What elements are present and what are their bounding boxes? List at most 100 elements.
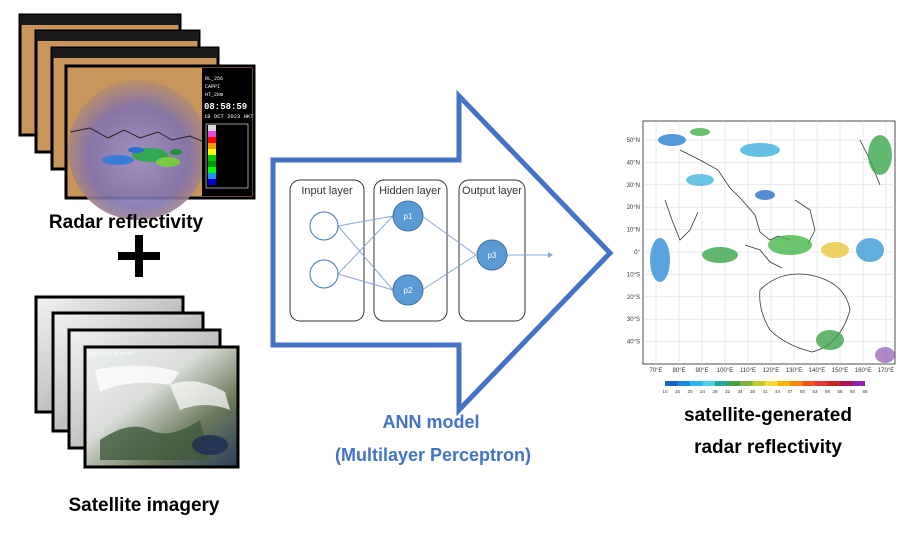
map-lon-tick-label: 100°E — [717, 368, 733, 374]
colorbar-swatch — [665, 381, 678, 386]
ann-arrow-shape — [270, 89, 614, 417]
satellite-timestamp: 2023-12-14 08:00 HKT — [89, 351, 135, 356]
map-lon-tick-label: 160°E — [855, 368, 871, 374]
satellite-frame-front — [83, 345, 240, 469]
colorbar-tick-label: 65 — [862, 389, 868, 394]
radar-image-stack: RL_256 CAPPI HT_2km 08:58:59 18 OCT 2023… — [18, 13, 256, 220]
colorbar-swatch — [677, 381, 690, 386]
output-layer-box — [458, 179, 526, 322]
map-lon-tick-label: 120°E — [763, 368, 779, 374]
radar-info-line: RL_256 — [205, 76, 223, 82]
input-node-1 — [309, 211, 339, 241]
map-lon-tick-label: 130°E — [786, 368, 802, 374]
map-lat-ticks: 50°N40°N30°N20°N10°N0°10°S20°S30°S40°S — [627, 138, 641, 346]
neural-network-diagram: Input layer Hidden layer Output layer p1… — [289, 179, 553, 322]
map-colorbar: 10 15 20 24 28 32 34 38 41 44 47 50 53 56 58 60 65 — [662, 381, 868, 394]
map-lat-tick-label: 50°N — [627, 138, 640, 144]
hidden-node-p2 — [392, 274, 424, 306]
radar-echo-cells — [102, 147, 182, 167]
colorbar-swatch — [765, 381, 778, 386]
map-lat-tick-label: 20°N — [627, 205, 640, 211]
colorbar-swatch — [815, 381, 828, 386]
input-node-2 — [309, 259, 339, 289]
input-layer-title: Input layer — [301, 185, 353, 197]
colorbar-tick-label: 24 — [700, 389, 706, 394]
map-coastlines — [664, 139, 881, 353]
colorbar-tick-label: 60 — [850, 389, 856, 394]
output-radar-map: 50°N40°N30°N20°N10°N0°10°S20°S30°S40°S 7… — [627, 120, 896, 394]
output-node-p3 — [476, 239, 508, 271]
map-lat-tick-label: 30°N — [627, 183, 640, 189]
colorbar-swatch — [690, 381, 703, 386]
colorbar-swatch — [727, 381, 740, 386]
map-lat-tick-label: 40°N — [627, 160, 640, 166]
map-lon-ticks: 70°E 80°E 90°E 100°E 110°E 120°E 130°E 140°E 150… — [649, 368, 894, 374]
colorbar-tick-label: 47 — [787, 389, 793, 394]
node-label-p2: p2 — [404, 286, 413, 295]
ann-model-subtitle: (Multilayer Perceptron) — [335, 445, 531, 465]
colorbar-swatch — [777, 381, 790, 386]
map-lon-tick-label: 110°E — [740, 368, 756, 374]
colorbar-swatch — [752, 381, 765, 386]
map-echo-cells — [650, 128, 895, 363]
map-lat-tick-label: 10°S — [627, 272, 640, 278]
map-lon-tick-label: 70°E — [649, 368, 662, 374]
hidden-layer-box — [373, 179, 448, 322]
radar-frame-back-2-topbar — [36, 31, 199, 41]
colorbar-tick-label: 41 — [762, 389, 768, 394]
map-lat-tick-label: 0° — [634, 250, 640, 256]
colorbar-tick-label: 53 — [812, 389, 818, 394]
output-layer-title: Output layer — [462, 185, 522, 197]
hidden-node-p1 — [392, 200, 424, 232]
colorbar-tick-label: 28 — [712, 389, 718, 394]
radar-frame-front: RL_256 CAPPI HT_2km 08:58:59 18 OCT 2023… — [64, 64, 256, 220]
input-layer-box — [289, 179, 365, 322]
plus-icon — [118, 235, 160, 277]
colorbar-swatch — [827, 381, 840, 386]
map-lat-tick-label: 30°S — [627, 317, 640, 323]
radar-info-line: HT_2km — [205, 92, 223, 98]
colorbar-tick-label: 50 — [800, 389, 806, 394]
radar-frame-back-1-topbar — [52, 48, 218, 58]
radar-colorbar — [205, 123, 249, 189]
map-lat-tick-label: 20°S — [627, 295, 640, 301]
radar-frame-back-3-topbar — [20, 15, 180, 25]
colorbar-tick-label: 58 — [837, 389, 843, 394]
ann-model-title: ANN model — [382, 412, 479, 432]
map-lon-tick-label: 90°E — [695, 368, 708, 374]
colorbar-tick-label: 38 — [750, 389, 756, 394]
colorbar-swatch — [852, 381, 865, 386]
colorbar-swatch — [790, 381, 803, 386]
network-connections — [337, 215, 553, 291]
radar-time: 08:58:59 — [204, 102, 247, 112]
output-title-line2: radar reflectivity — [694, 437, 842, 458]
colorbar-tick-label: 32 — [725, 389, 731, 394]
colorbar-swatch — [702, 381, 715, 386]
colorbar-tick-label: 15 — [675, 389, 681, 394]
map-lon-tick-label: 80°E — [672, 368, 685, 374]
map-lon-tick-label: 170°E — [878, 368, 894, 374]
satellite-label: Satellite imagery — [68, 495, 219, 516]
colorbar-swatch — [802, 381, 815, 386]
map-lon-tick-label: 150°E — [832, 368, 848, 374]
colorbar-swatch — [740, 381, 753, 386]
node-label-p3: p3 — [488, 251, 497, 260]
colorbar-swatch — [840, 381, 853, 386]
colorbar-tick-label: 20 — [687, 389, 693, 394]
colorbar-tick-label: 56 — [825, 389, 831, 394]
radar-label: Radar reflectivity — [49, 212, 204, 233]
colorbar-tick-label: 44 — [775, 389, 781, 394]
map-lat-tick-label: 10°N — [627, 228, 640, 234]
node-label-p1: p1 — [404, 212, 413, 221]
satellite-image-stack: 2023-12-14 08:00 HKT — [34, 295, 240, 469]
map-lon-tick-label: 140°E — [809, 368, 825, 374]
radar-coastline — [69, 127, 205, 143]
colorbar-tick-label: 10 — [662, 389, 668, 394]
colorbar-swatch — [715, 381, 728, 386]
output-title-line1: satellite-generated — [684, 405, 852, 426]
colorbar-tick-label: 34 — [737, 389, 743, 394]
radar-info-line: CAPPI — [205, 84, 220, 90]
hidden-layer-title: Hidden layer — [379, 185, 441, 197]
radar-date: 18 OCT 2023 HKT — [204, 113, 254, 120]
